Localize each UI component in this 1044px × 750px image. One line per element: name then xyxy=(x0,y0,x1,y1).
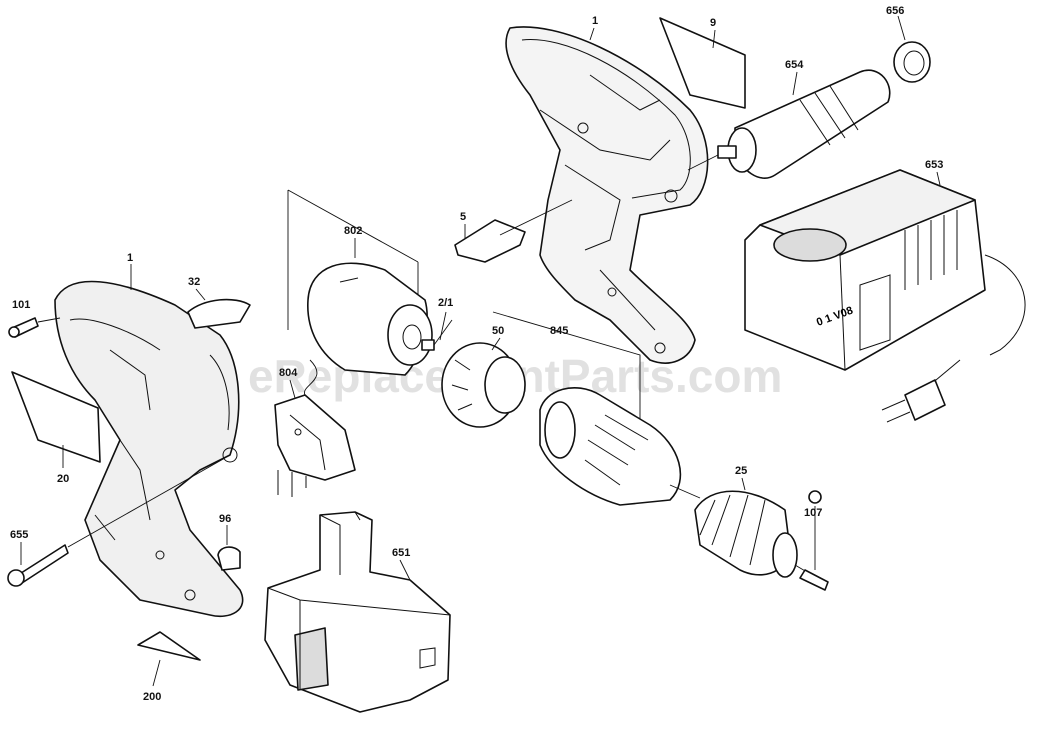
auxiliary-handle-654[interactable] xyxy=(687,69,891,179)
callout-101: 101 xyxy=(12,299,30,311)
callout-50: 50 xyxy=(492,325,504,337)
switch-plate-5[interactable] xyxy=(454,199,573,263)
callout-651: 651 xyxy=(392,547,410,559)
clip-96[interactable] xyxy=(217,546,241,571)
screw-655[interactable] xyxy=(7,544,69,587)
trigger-switch-804[interactable] xyxy=(274,359,356,497)
motor-assembly-802[interactable] xyxy=(287,189,453,376)
housing-half-left[interactable] xyxy=(37,280,244,617)
cover-32[interactable] xyxy=(187,298,251,329)
label-200[interactable] xyxy=(137,631,201,661)
callout-804: 804 xyxy=(279,367,298,379)
callout-1-left: 1 xyxy=(127,252,133,264)
screw-101[interactable] xyxy=(8,317,39,338)
keyless-chuck-25[interactable] xyxy=(694,490,813,578)
callout-96: 96 xyxy=(219,513,231,525)
callout-653: 653 xyxy=(925,159,943,171)
ring-gear-50[interactable] xyxy=(441,342,526,428)
callout-20: 20 xyxy=(57,473,69,485)
callout-32: 32 xyxy=(188,276,200,288)
callout-845: 845 xyxy=(550,325,568,337)
callout-25: 25 xyxy=(735,465,747,477)
chuck-screw-107[interactable] xyxy=(799,490,829,591)
label-plate-9[interactable] xyxy=(659,17,746,109)
callout-802: 802 xyxy=(344,225,362,237)
callout-107: 107 xyxy=(804,507,822,519)
callout-655: 655 xyxy=(10,529,28,541)
label-20[interactable] xyxy=(11,371,101,463)
battery-charger-653[interactable]: 0 1 V08 xyxy=(744,169,1026,423)
end-cap-ring-656[interactable] xyxy=(893,41,931,83)
callout-9: 9 xyxy=(710,17,716,29)
callout-200: 200 xyxy=(143,691,161,703)
housing-half-right[interactable] xyxy=(505,26,709,364)
callout-2-1: 2/1 xyxy=(438,297,453,309)
callout-1-top: 1 xyxy=(592,15,598,27)
callout-5: 5 xyxy=(460,211,466,223)
battery-pack-651[interactable] xyxy=(264,511,451,713)
gearbox-845[interactable] xyxy=(492,311,701,506)
callout-656: 656 xyxy=(886,5,904,17)
callout-654: 654 xyxy=(785,59,804,71)
